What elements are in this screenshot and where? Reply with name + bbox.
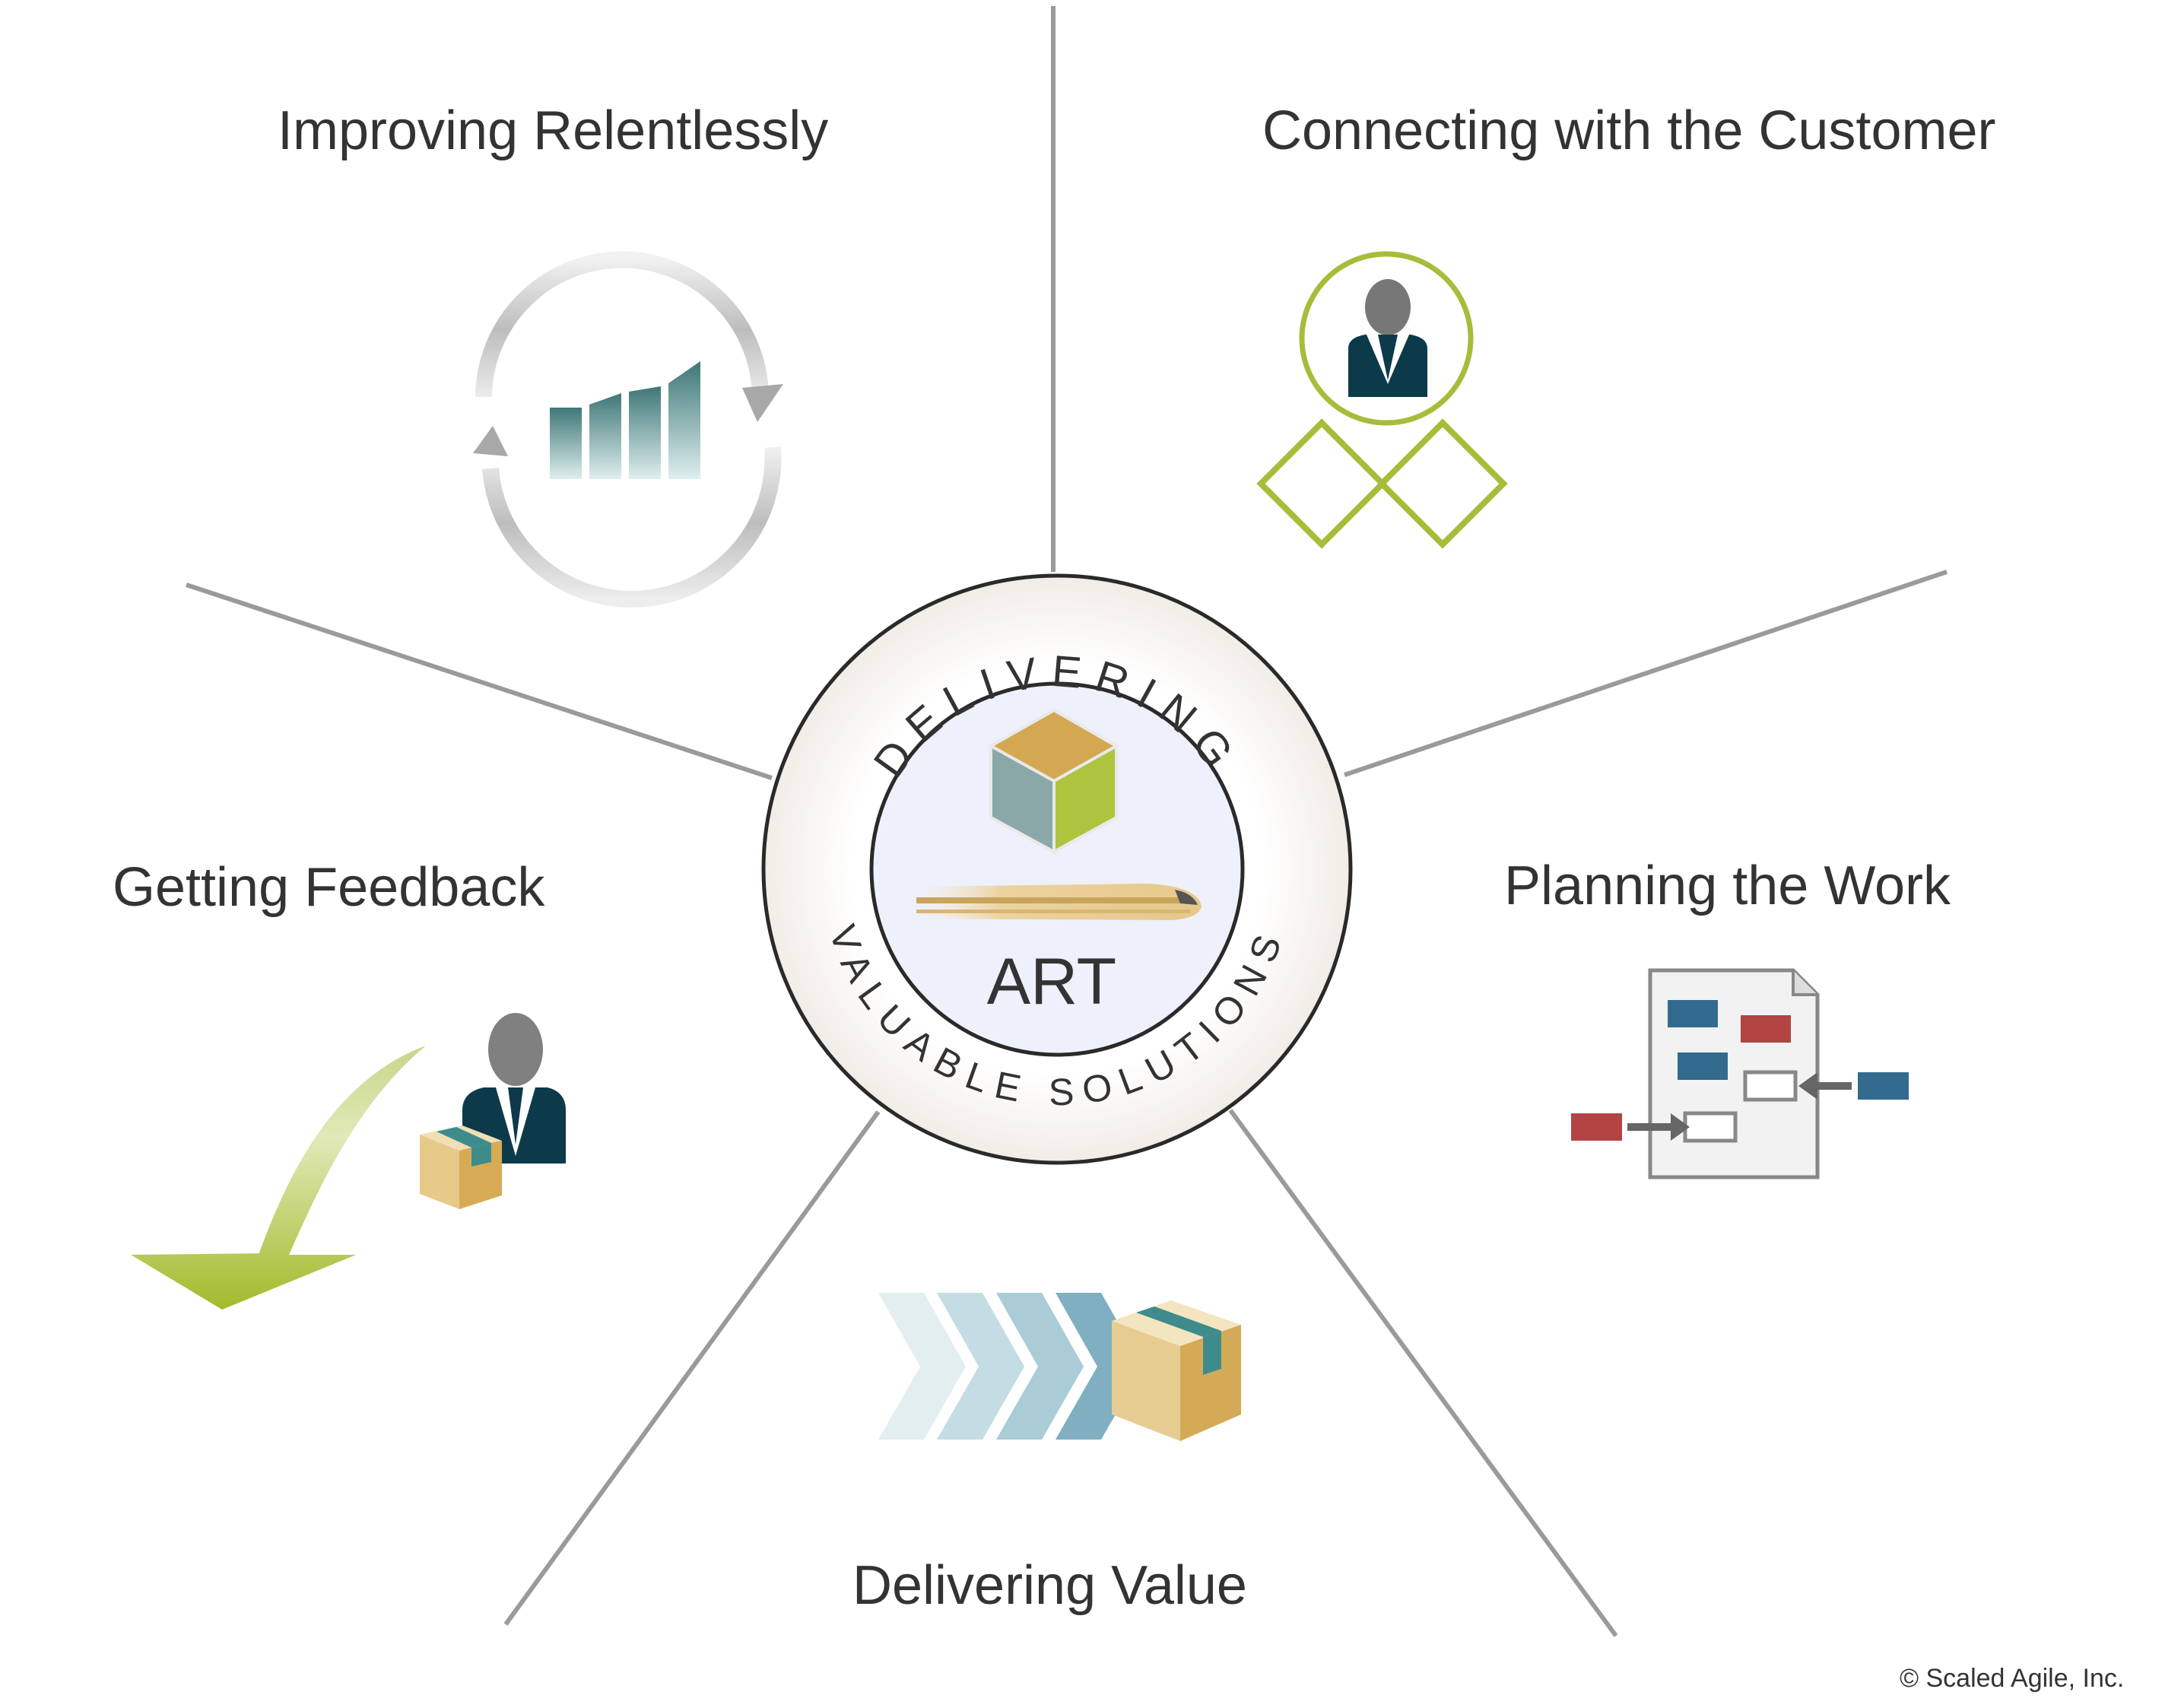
planning-document-icon bbox=[1571, 968, 1909, 1179]
label-connecting-with-customer: Connecting with the Customer bbox=[1262, 100, 1996, 161]
chevrons-package-icon bbox=[878, 1293, 1241, 1441]
spoke-lower-left bbox=[503, 1110, 881, 1626]
spoke-upper-left bbox=[186, 583, 773, 780]
hub: DELIVERING VALUABLE SOLUTIONS ART bbox=[761, 573, 1353, 1165]
hub-center-text: ART bbox=[987, 945, 1116, 1018]
copyright-credit: © Scaled Agile, Inc. bbox=[1900, 1664, 2125, 1693]
cube-train-icon bbox=[916, 708, 1202, 920]
label-getting-feedback: Getting Feedback bbox=[113, 857, 545, 918]
cycle-bar-chart-icon bbox=[473, 251, 783, 608]
feedback-arrow-person-icon bbox=[131, 1013, 566, 1310]
spokes bbox=[186, 6, 1948, 1637]
label-planning-the-work: Planning the Work bbox=[1504, 856, 1951, 916]
label-delivering-value: Delivering Value bbox=[852, 1555, 1247, 1616]
spoke-lower-right bbox=[1228, 1109, 1618, 1637]
customer-diamonds-icon bbox=[1256, 251, 1508, 549]
label-improving-relentlessly: Improving Relentlessly bbox=[278, 100, 829, 161]
hub-inner-circle bbox=[869, 681, 1245, 1057]
spoke-upper-right bbox=[1344, 570, 1948, 777]
